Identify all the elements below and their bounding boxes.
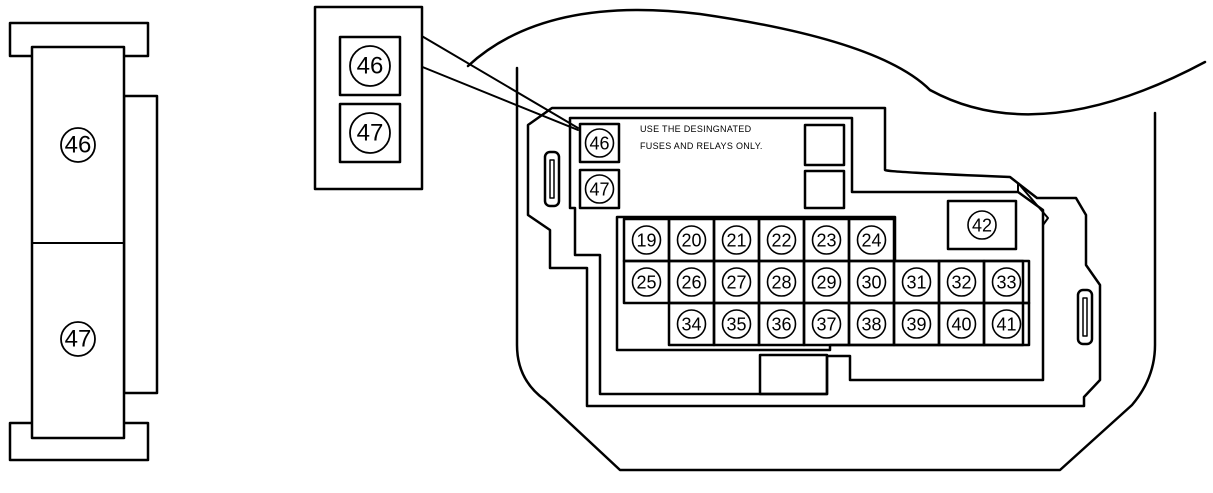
fuse-19-label: 19 bbox=[631, 225, 662, 255]
spare-slots bbox=[803, 123, 846, 210]
connector-label-upper: 46 bbox=[65, 132, 92, 159]
fuse-37-label-number: 37 bbox=[816, 315, 836, 335]
relay-46-label: 46 bbox=[584, 128, 615, 158]
fuse-32-label: 32 bbox=[946, 267, 977, 297]
fuse-20-label: 20 bbox=[676, 225, 707, 255]
fuse-42-label: 42 bbox=[967, 210, 997, 240]
fuse-33-label: 33 bbox=[991, 267, 1022, 297]
fuse-34-label: 34 bbox=[676, 309, 707, 339]
panel-note: USE THE DESINGNATED FUSES AND RELAYS ONL… bbox=[640, 124, 763, 151]
note-line-2: FUSES AND RELAYS ONLY. bbox=[640, 141, 763, 151]
relay-callout-box: 46 47 bbox=[313, 5, 424, 191]
fuse-27-label: 27 bbox=[721, 267, 752, 297]
fuse-24-label-number: 24 bbox=[861, 231, 881, 251]
fuse-21-label-number: 21 bbox=[726, 231, 746, 251]
callout-label-46: 46 bbox=[357, 53, 384, 80]
fuse-31-label: 31 bbox=[901, 267, 932, 297]
fuse-23-label-number: 23 bbox=[816, 231, 836, 251]
callout-leader bbox=[419, 34, 579, 131]
fuse-32-label-number: 32 bbox=[951, 273, 971, 293]
relay-47-label: 47 bbox=[584, 174, 615, 204]
fuse-grid: 19 20 21 22 23 24 25 26 27 28 29 30 31 32 33 34 35 36 37 38… bbox=[622, 217, 1031, 347]
fuse-22-label-number: 22 bbox=[771, 231, 791, 251]
relay-47-slot bbox=[578, 168, 621, 210]
fuse-41-slot bbox=[982, 301, 1031, 347]
fuse-34-label-number: 34 bbox=[681, 315, 701, 335]
fuse-36-label: 36 bbox=[766, 309, 797, 339]
fuse-29-label-number: 29 bbox=[816, 273, 836, 293]
fuse-30-label-number: 30 bbox=[861, 273, 881, 293]
fuse-25-label-number: 25 bbox=[636, 273, 656, 293]
fuse-41-label-number: 41 bbox=[996, 315, 1016, 335]
relay-47-label-number: 47 bbox=[589, 180, 609, 200]
relay-46-label-number: 46 bbox=[589, 134, 609, 154]
relay-connector-side-view: 46 47 bbox=[8, 21, 159, 462]
fuse-29-label: 29 bbox=[811, 267, 842, 297]
fuse-28-label: 28 bbox=[766, 267, 797, 297]
fuse-30-label: 30 bbox=[856, 267, 887, 297]
fuse-26-label: 26 bbox=[676, 267, 707, 297]
fuse-38-label-number: 38 bbox=[861, 315, 881, 335]
fuse-24-label: 24 bbox=[856, 225, 887, 255]
fuse-35-label: 35 bbox=[721, 309, 752, 339]
fuse-26-label-number: 26 bbox=[681, 273, 701, 293]
fuse-38-label: 38 bbox=[856, 309, 887, 339]
fuse-42-label-number: 42 bbox=[972, 216, 992, 236]
panel-relays: 46 47 bbox=[578, 122, 621, 210]
fuse-37-label: 37 bbox=[811, 309, 842, 339]
fuse-19-label-number: 19 bbox=[636, 231, 656, 251]
fuse-25-label: 25 bbox=[631, 267, 662, 297]
fuse-22-label: 22 bbox=[766, 225, 797, 255]
relay-46-slot bbox=[578, 122, 621, 164]
fuse-35-label-number: 35 bbox=[726, 315, 746, 335]
fuse-31-label-number: 31 bbox=[906, 273, 926, 293]
fuse-40-label-number: 40 bbox=[951, 315, 971, 335]
fuse-21-label: 21 bbox=[721, 225, 752, 255]
fuse-36-label-number: 36 bbox=[771, 315, 791, 335]
fuse-28-label-number: 28 bbox=[771, 273, 791, 293]
fuse-39-label-number: 39 bbox=[906, 315, 926, 335]
fuse-42-slot: 42 bbox=[946, 199, 1018, 251]
callout-label-47: 47 bbox=[357, 120, 384, 147]
fuse-33-label-number: 33 bbox=[996, 273, 1016, 293]
fuse-40-label: 40 bbox=[946, 309, 977, 339]
note-line-1: USE THE DESINGNATED bbox=[640, 124, 752, 134]
fuse-27-label-number: 27 bbox=[726, 273, 746, 293]
fuse-23-label: 23 bbox=[811, 225, 842, 255]
connector-label-lower: 47 bbox=[65, 326, 92, 353]
fuse-39-label: 39 bbox=[901, 309, 932, 339]
fuse-41-label: 41 bbox=[991, 309, 1022, 339]
fuse-20-label-number: 20 bbox=[681, 231, 701, 251]
